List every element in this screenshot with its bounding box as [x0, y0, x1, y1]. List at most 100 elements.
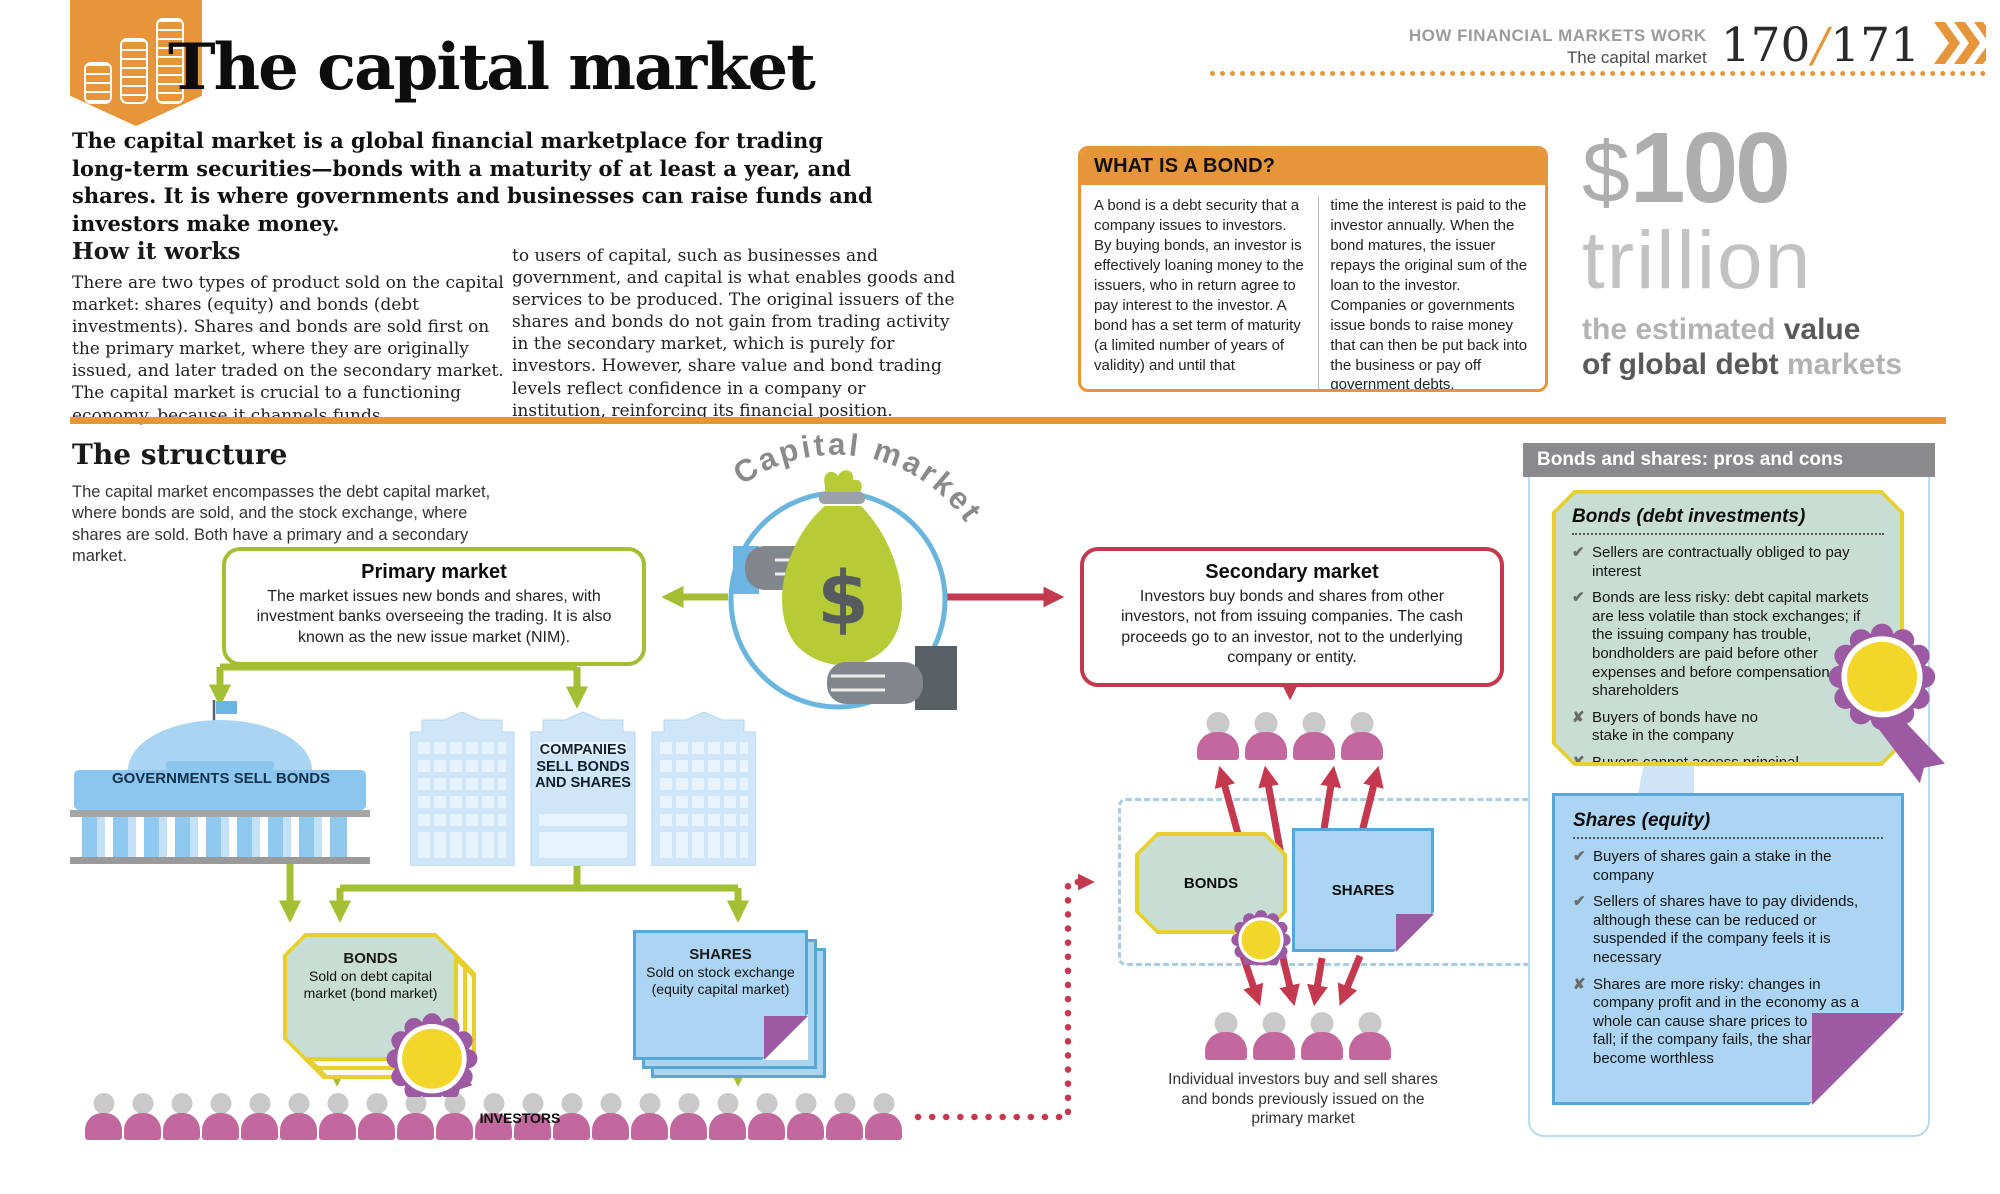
- check-icon: ✔: [1572, 544, 1585, 561]
- page-title: The capital market: [168, 30, 816, 105]
- chevrons-icon: [1934, 22, 1986, 64]
- rosette-seal-icon: [1231, 910, 1291, 965]
- dotted-path: [914, 873, 1095, 1121]
- investor-icon: [826, 1093, 863, 1140]
- investor-icon: [592, 1093, 629, 1140]
- receiving-hand-icon: [827, 646, 957, 710]
- company-buildings: [410, 711, 756, 866]
- check-icon: ✔: [1573, 893, 1586, 911]
- bonds-card-title: BONDS: [343, 950, 398, 967]
- what-is-a-bond-box: WHAT IS A BOND? A bond is a debt securit…: [1078, 146, 1548, 392]
- bond-box-col2: time the interest is paid to the investo…: [1318, 196, 1532, 389]
- rosette-seal-icon: [1828, 623, 1945, 784]
- investor-icon: [241, 1093, 278, 1140]
- list-item: ✔Sellers of shares have to pay dividends…: [1573, 893, 1859, 966]
- investor-icon: [787, 1093, 824, 1140]
- stat-caption: the estimated value of global debt marke…: [1582, 313, 1903, 382]
- investor-icon: [202, 1093, 239, 1140]
- secondary-shares-label: SHARES: [1331, 881, 1395, 899]
- investor-icon: [631, 1093, 668, 1140]
- shares-pros-cons-title: Shares (equity): [1573, 810, 1883, 839]
- capital-market-hub: Capital market $: [722, 428, 1000, 710]
- pros-cons-header: Bonds and shares: pros and cons: [1523, 443, 1935, 477]
- secondary-investors-top: [1197, 712, 1383, 760]
- investor-icon: [1197, 712, 1239, 760]
- page-numbers: 170/171: [1720, 18, 1920, 73]
- list-item: ✘Buyers of bonds have no stake in the co…: [1572, 708, 1758, 745]
- investor-icon: [475, 1093, 512, 1140]
- section-name: The capital market: [1566, 48, 1707, 67]
- list-item: ✘Shares are more risky: changes in compa…: [1573, 975, 1865, 1067]
- investor-icon: [358, 1093, 395, 1140]
- primary-market-body: The market issues new bonds and shares, …: [256, 588, 612, 646]
- structure-heading: The structure: [72, 438, 288, 471]
- investor-icon: [163, 1093, 200, 1140]
- investor-icon: [709, 1093, 746, 1140]
- cross-icon: ✘: [1573, 975, 1586, 993]
- secondary-investors-bottom: [1205, 1012, 1391, 1060]
- governments-label: GOVERNMENTS SELL BONDS: [111, 770, 331, 787]
- government-building: [70, 700, 370, 864]
- secondary-caption: Individual investors buy and sell shares…: [1168, 1071, 1438, 1128]
- investor-icon: [865, 1093, 902, 1140]
- investor-icon: [1301, 1012, 1343, 1060]
- money-bag-icon: $: [782, 470, 902, 666]
- secondary-bonds-label: BONDS: [1183, 874, 1239, 892]
- investor-icon: [124, 1093, 161, 1140]
- investors-label: INVESTORS: [479, 1110, 561, 1126]
- stat-callout: $100 trillion the estimated value of glo…: [1582, 118, 1982, 383]
- bonds-card-body: Sold on debt capital market (bond market…: [303, 968, 438, 1001]
- investor-icon: [1293, 712, 1335, 760]
- cross-icon: ✘: [1572, 708, 1585, 726]
- structure-paragraph: The capital market encompasses the debt …: [72, 483, 491, 566]
- secondary-shares-card: SHARES: [1292, 828, 1434, 952]
- investor-icon: [85, 1093, 122, 1140]
- list-item: ✔Sellers are contractually obliged to pa…: [1572, 544, 1850, 580]
- stat-currency: $: [1582, 125, 1630, 221]
- chapter-eyebrow: HOW FINANCIAL MARKETS WORK: [1408, 26, 1707, 45]
- masthead-dotted-rule: [1210, 71, 1986, 76]
- section-divider-rule: [70, 417, 1946, 424]
- rosette-seal-icon: [386, 1013, 478, 1097]
- investor-icon: [319, 1093, 356, 1140]
- investor-icon: [1349, 1012, 1391, 1060]
- investor-icon: [1253, 1012, 1295, 1060]
- bond-box-title: WHAT IS A BOND?: [1081, 149, 1545, 185]
- investor-icon: [1205, 1012, 1247, 1060]
- primary-market-title: Primary market: [361, 561, 507, 583]
- shares-pros-cons-card: Shares (equity) ✔Buyers of shares gain a…: [1552, 793, 1904, 1105]
- companies-label: COMPANIES SELL BONDS AND SHARES: [535, 742, 631, 792]
- masthead: HOW FINANCIAL MARKETS WORK The capital m…: [1409, 22, 1986, 69]
- investor-icon: [397, 1093, 434, 1140]
- investor-icon: [436, 1093, 473, 1140]
- list-item: ✔Buyers of shares gain a stake in the co…: [1573, 848, 1832, 884]
- investors-row: [85, 1093, 902, 1140]
- shares-card: SHARES Sold on stock exchange (equity ca…: [633, 930, 808, 1060]
- coins-logo-icon: [70, 0, 202, 126]
- investor-icon: [670, 1093, 707, 1140]
- investor-icon: [1245, 712, 1287, 760]
- check-icon: ✔: [1572, 589, 1585, 607]
- bond-box-col1: A bond is a debt security that a company…: [1094, 197, 1304, 374]
- stat-number: 100: [1629, 112, 1791, 224]
- stat-unit: trillion: [1582, 215, 1813, 306]
- how-it-works-heading: How it works: [72, 238, 241, 265]
- intro-paragraph: The capital market is a global financial…: [72, 128, 873, 237]
- investor-icon: [280, 1093, 317, 1140]
- list-item: ✔Bonds are less risky: debt capital mark…: [1572, 589, 1869, 700]
- secondary-market-box: Secondary market Investors buy bonds and…: [1080, 547, 1504, 687]
- investor-icon: [1341, 712, 1383, 760]
- investor-icon: [748, 1093, 785, 1140]
- check-icon: ✔: [1573, 848, 1586, 865]
- shares-card-title: SHARES: [689, 946, 752, 963]
- hub-dollar-sign: $: [817, 556, 869, 642]
- how-it-works-col2: to users of capital, such as businesses …: [512, 246, 956, 421]
- how-it-works-col1: There are two types of product sold on t…: [72, 273, 504, 426]
- secondary-market-body: Investors buy bonds and shares from othe…: [1120, 588, 1464, 667]
- page-slash: /: [1812, 18, 1829, 73]
- bonds-pros-cons-title: Bonds (debt investments): [1572, 506, 1884, 535]
- investor-icon: [514, 1093, 551, 1140]
- investor-icon: [553, 1093, 590, 1140]
- secondary-market-title: Secondary market: [1205, 561, 1379, 583]
